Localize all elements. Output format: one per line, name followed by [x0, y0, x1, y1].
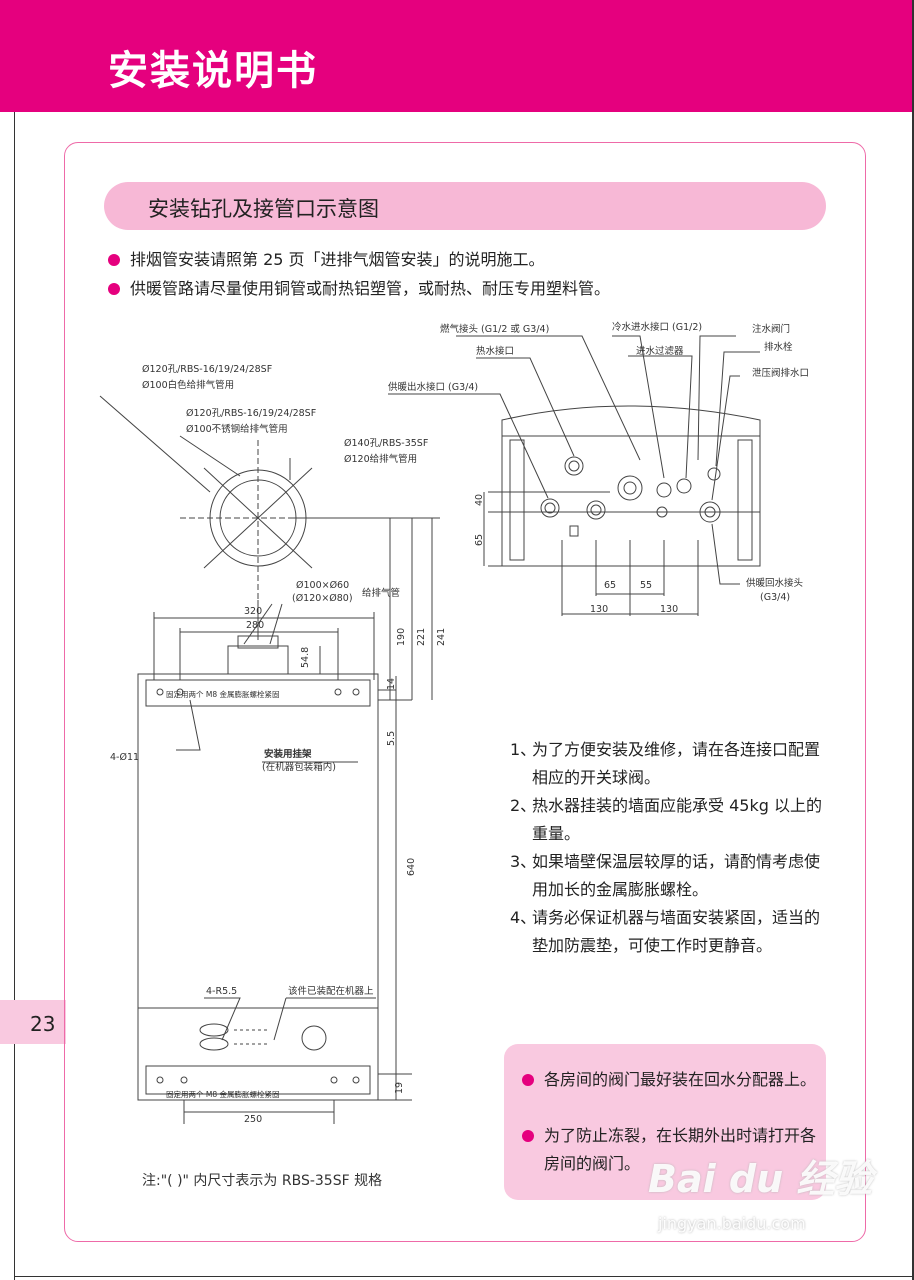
tip-box: [504, 1044, 826, 1200]
tip-item: 为了防止冻裂，在长期外出时请打开各房间的阀门。: [522, 1122, 822, 1178]
dim-221: 221: [416, 628, 427, 646]
drain-plug-label: 排水栓: [764, 341, 793, 353]
header-band: [0, 0, 914, 112]
relief-valve-label: 泄压阀排水口: [752, 367, 809, 379]
heating-outlet-label: 供暖出水接口 (G3/4): [388, 381, 478, 393]
hole-spec-b1: Ø120孔/RBS-16/19/24/28SF: [186, 408, 316, 419]
dim-640: 640: [406, 858, 417, 876]
bullet-dot-icon: [108, 254, 120, 266]
cold-water-inlet-label: 冷水进水接口 (G1/2): [612, 321, 702, 333]
hole-spec-c1: Ø140孔/RBS-35SF: [344, 438, 428, 449]
bullet-dot-icon: [522, 1074, 534, 1086]
dim-130b: 130: [660, 604, 678, 615]
note-item: 4、请务必保证机器与墙面安装紧固，适当的垫加防震垫，可使工作时更静音。: [510, 908, 821, 955]
note-item: 2、热水器挂装的墙面应能承受 45kg 以上的重量。: [510, 796, 822, 843]
bottom-bar-text: 固定用两个 M8 金属膨胀螺栓紧固: [166, 1089, 280, 1099]
dim-280: 280: [246, 620, 264, 631]
section-header: [104, 182, 826, 230]
hole-spec-a1: Ø120孔/RBS-16/19/24/28SF: [142, 364, 272, 375]
hole-spec-c2: Ø120给排气管用: [344, 453, 417, 465]
flue-size-2: (Ø120×Ø80): [292, 593, 353, 604]
hot-water-outlet-label: 热水接口: [476, 345, 514, 357]
note-item: 3、如果墙壁保温层较厚的话，请酌情考虑使用加长的金属膨胀螺栓。: [510, 852, 821, 899]
dim-65-vertical: 65: [474, 534, 485, 546]
dim-241: 241: [436, 628, 447, 646]
tip-item: 各房间的阀门最好装在回水分配器上。: [522, 1066, 822, 1094]
content-frame: [64, 142, 866, 1242]
installation-notes: 1、为了方便安装及维修，请在各连接口配置相应的开关球阀。 2、热水器挂装的墙面应…: [510, 736, 826, 960]
boiler-body: [137, 673, 379, 1101]
bullet-item: 供暖管路请尽量使用铜管或耐热铝塑管，或耐热、耐压专用塑料管。: [108, 275, 610, 299]
section-title: 安装钻孔及接管口示意图: [148, 197, 379, 221]
hanger-label-1: 安装用挂架: [264, 748, 312, 760]
bullet-dot-icon: [522, 1130, 534, 1142]
dim-5-5: 5.5: [386, 731, 397, 746]
page-number: 23: [30, 1012, 56, 1036]
accessory-label: 该件已装配在机器上: [288, 985, 374, 997]
note-item: 1、为了方便安装及维修，请在各连接口配置相应的开关球阀。: [510, 740, 821, 787]
bullet-item: 排烟管安装请照第 25 页「进排气烟管安装」的说明施工。: [108, 246, 545, 270]
dim-250: 250: [244, 1114, 262, 1125]
left-border: [14, 112, 15, 1280]
hole-spec-b2: Ø100不锈钢给排气管用: [186, 423, 288, 435]
baidu-watermark-url: jingyan.baidu.com: [658, 1214, 806, 1233]
heating-return-label-1: 供暖回水接头: [746, 577, 803, 589]
page-title: 安装说明书: [108, 48, 318, 94]
top-bar-text: 固定用两个 M8 金属膨胀螺栓紧固: [166, 689, 280, 699]
flue-label: 给排气管: [362, 587, 400, 599]
baidu-watermark-logo: Bai du 经验: [648, 1157, 873, 1201]
heating-return-label-2: (G3/4): [760, 592, 790, 603]
dim-54-8: 54.8: [300, 647, 311, 668]
boiler-bottom-view: [501, 405, 761, 567]
bullet-dot-icon: [108, 283, 120, 295]
right-border: [912, 0, 914, 1280]
fill-valve-label: 注水阀门: [752, 323, 790, 335]
gas-inlet-label: 燃气接头 (G1/2 或 G3/4): [440, 323, 549, 335]
dim-55: 55: [640, 580, 652, 591]
page-number-tab: [0, 1000, 66, 1044]
inlet-filter-label: 进水过滤器: [636, 345, 684, 357]
hole-spec-a2: Ø100白色给排气管用: [142, 379, 234, 391]
dim-190: 190: [396, 628, 407, 646]
bottom-border: [14, 1276, 912, 1277]
hole-4-r55: 4-R5.5: [206, 986, 237, 997]
hole-4-11: 4-Ø11: [110, 752, 139, 763]
dim-19: 19: [394, 1082, 405, 1094]
dim-320: 320: [244, 606, 262, 617]
dim-65: 65: [604, 580, 616, 591]
hanger-label-2: (在机器包装箱内): [262, 761, 336, 773]
dim-14: 14: [386, 678, 397, 690]
footnote: 注:"( )" 内尺寸表示为 RBS-35SF 规格: [142, 1173, 383, 1189]
flue-size-1: Ø100×Ø60: [296, 580, 349, 591]
dim-130a: 130: [590, 604, 608, 615]
dim-40: 40: [474, 494, 485, 506]
